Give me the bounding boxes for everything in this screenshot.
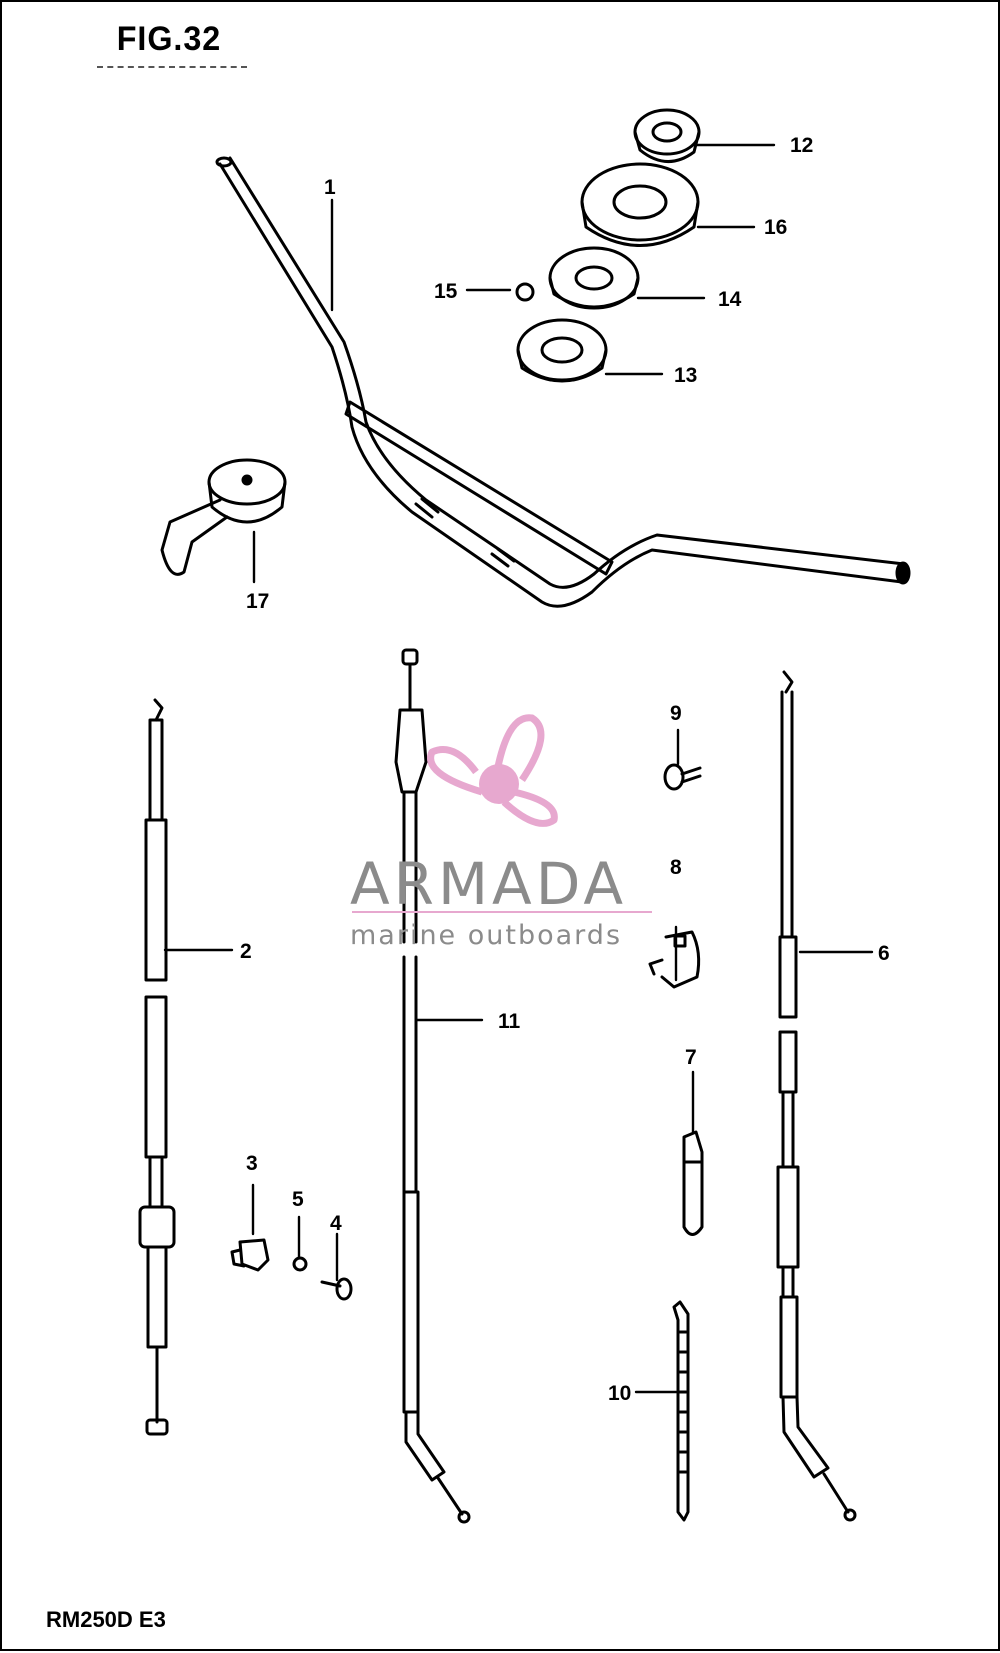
label-2: 2 — [240, 940, 252, 963]
label-5: 5 — [292, 1188, 304, 1211]
handlebar-part-1 — [215, 156, 911, 608]
nut-part-12 — [633, 108, 701, 163]
label-13: 13 — [674, 364, 697, 387]
label-4: 4 — [330, 1212, 342, 1235]
label-16: 16 — [764, 216, 787, 239]
figure-title-underline — [97, 66, 247, 68]
clamp-part-3 — [230, 1238, 270, 1272]
label-9: 9 — [670, 702, 682, 725]
label-10: 10 — [608, 1382, 631, 1405]
cable-part-11 — [394, 648, 471, 1524]
leader-lines — [163, 143, 874, 1394]
label-1: 1 — [324, 176, 336, 199]
label-8: 8 — [670, 856, 682, 879]
cable-part-2 — [138, 698, 176, 1436]
throttle-housing-part-17 — [160, 458, 287, 576]
cable-part-6 — [776, 670, 857, 1522]
propeller-logo — [427, 714, 558, 827]
label-14: 14 — [718, 288, 742, 311]
watermark-divider — [352, 911, 652, 913]
label-6: 6 — [878, 942, 890, 965]
label-17: 17 — [246, 590, 269, 613]
label-15: 15 — [434, 280, 458, 303]
clamp-part-8 — [648, 930, 701, 989]
watermark-brand: ARMADA — [350, 850, 628, 918]
washer-part-16 — [580, 162, 700, 247]
label-11: 11 — [498, 1010, 521, 1033]
nut-part-5 — [292, 1256, 308, 1272]
screw-part-4 — [320, 1277, 353, 1301]
model-code: RM250D E3 — [46, 1607, 166, 1632]
label-7: 7 — [685, 1046, 697, 1069]
label-12: 12 — [790, 134, 813, 157]
watermark-tagline: marine outboards — [350, 920, 623, 951]
bushing-part-14 — [548, 246, 640, 310]
cover-part-7 — [682, 1130, 704, 1236]
band-part-10 — [672, 1300, 690, 1522]
ball-part-15 — [515, 282, 535, 302]
label-3: 3 — [246, 1152, 258, 1175]
bushing-part-13 — [516, 318, 608, 383]
figure-title: FIG.32 — [116, 20, 222, 58]
screw-part-9 — [663, 763, 702, 791]
